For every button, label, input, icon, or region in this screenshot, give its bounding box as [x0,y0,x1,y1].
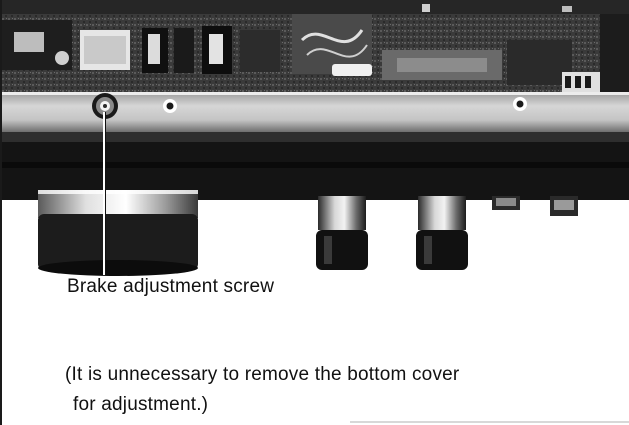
note-text-line-1: (It is unnecessary to remove the bottom … [65,364,460,385]
small-control-icon [492,196,578,216]
chassis-photo [2,0,629,276]
knob-icon [416,196,468,270]
page-left-border [0,0,2,425]
knob-icon [316,196,368,270]
rail-hole-icon [163,99,177,113]
page-bottom-rule [350,421,629,423]
component-board [2,0,629,95]
callout-leader-line [103,112,105,275]
note-text-line-2: for adjustment.) [73,394,209,415]
rail-hole-icon [513,97,527,111]
knob-icon [38,190,198,276]
callout-label: Brake adjustment screw [67,276,275,297]
callout-leader-line-dark [105,112,106,275]
screw-icon [92,93,118,119]
